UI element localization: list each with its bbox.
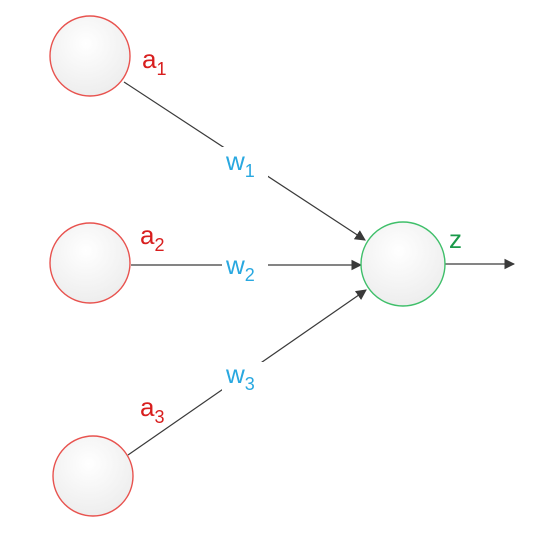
input-label-a2: a2 xyxy=(140,220,164,255)
input-label-a3: a3 xyxy=(140,392,164,427)
output-node-z xyxy=(360,221,446,307)
weight-label-w1: w1 xyxy=(225,146,255,181)
input-node-a3 xyxy=(52,435,134,517)
input-node-a1 xyxy=(49,15,131,97)
output-label-z: z xyxy=(449,224,462,254)
input-node-a2 xyxy=(49,222,131,304)
weight-label-w3: w3 xyxy=(225,359,255,394)
weight-label-w2: w2 xyxy=(225,250,255,285)
input-label-a1: a1 xyxy=(142,44,166,79)
